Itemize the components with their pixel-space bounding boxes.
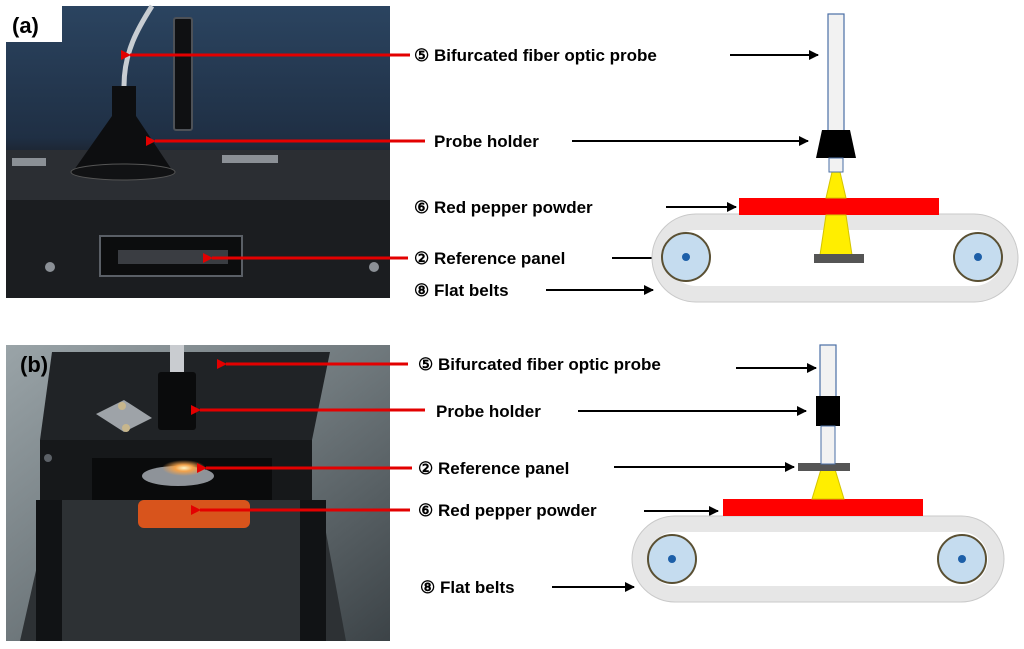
label-a-holder: Probe holder <box>434 132 539 151</box>
photo-b-clamp-plate <box>96 400 152 432</box>
annotations-b: ⑤ Bifurcated fiber optic probe Probe hol… <box>191 355 817 597</box>
photo-b-powder-sample <box>138 500 250 528</box>
schematic-b-pulley-right-hub <box>958 555 966 563</box>
schematic-b-powder <box>723 499 923 516</box>
schematic-a-probe-tip <box>828 157 844 173</box>
schematic-b-belt-inner <box>648 532 988 586</box>
schematic-a-pulley-right-hub <box>974 253 982 261</box>
photo-a-holder-base <box>70 163 176 181</box>
photo-a: (a) <box>6 4 390 298</box>
photo-a-reference-slot <box>118 250 228 264</box>
label-b-probe: ⑤ Bifurcated fiber optic probe <box>418 355 661 374</box>
photo-a-handle <box>173 17 193 131</box>
photo-a-top-plate-left <box>12 158 46 166</box>
photo-a-panel-label-bg <box>6 6 62 42</box>
schematic-b-probe-holder <box>816 396 840 426</box>
label-b-powder: ⑥ Red pepper powder <box>418 501 597 520</box>
schematic-b-probe-tip <box>820 425 836 465</box>
schematic-a-probe-tube <box>827 13 845 133</box>
label-b-belts: ⑧ Flat belts <box>420 578 515 597</box>
photo-b-tray <box>20 500 346 641</box>
schematic-a-light-upper <box>825 171 847 199</box>
photo-a-fiber-cable <box>121 4 155 87</box>
label-a-powder: ⑥ Red pepper powder <box>414 198 593 217</box>
photo-a-screw-left <box>45 262 55 272</box>
annotations-a: ⑤ Bifurcated fiber optic probe Probe hol… <box>121 46 819 300</box>
photo-a-top-plate-middle <box>222 155 278 163</box>
photo-a-screw-right <box>369 262 379 272</box>
schematic-a-pulley-left-hub <box>682 253 690 261</box>
schematic-a <box>651 13 1019 303</box>
panel-label-b: (b) <box>20 352 48 377</box>
schematic-a-reference-panel <box>814 254 864 263</box>
schematic-b-pulley-left-hub <box>668 555 676 563</box>
photo-b-light-glow <box>162 460 206 476</box>
photo-b-tray-rail-right <box>300 500 326 641</box>
panel-label-a: (a) <box>12 13 39 38</box>
label-b-holder: Probe holder <box>436 402 541 421</box>
photo-b-corner-screw <box>44 454 52 462</box>
label-a-probe: ⑤ Bifurcated fiber optic probe <box>414 46 657 65</box>
photo-b-clamp-screw-1 <box>118 402 126 410</box>
photo-b: (b) <box>6 345 390 641</box>
label-a-reference: ② Reference panel <box>414 249 565 268</box>
schematic-a-powder <box>739 198 939 215</box>
photo-a-housing <box>6 150 390 202</box>
photo-b-clamp-screw-2 <box>122 424 130 432</box>
schematic-a-light-lower <box>819 214 853 256</box>
schematic-b-probe-tube <box>819 344 837 398</box>
schematic-b-reference-panel <box>798 463 850 471</box>
photo-b-tray-rail-left <box>36 500 62 641</box>
photo-a-probe-holder <box>74 116 172 170</box>
label-b-reference: ② Reference panel <box>418 459 569 478</box>
photo-b-probe-holder <box>158 372 196 430</box>
label-a-belts: ⑧ Flat belts <box>414 281 509 300</box>
photo-a-probe-shaft <box>112 86 136 116</box>
photo-b-probe-rod <box>170 345 184 373</box>
schematic-b <box>631 344 1005 603</box>
schematic-a-probe-holder <box>816 130 856 158</box>
